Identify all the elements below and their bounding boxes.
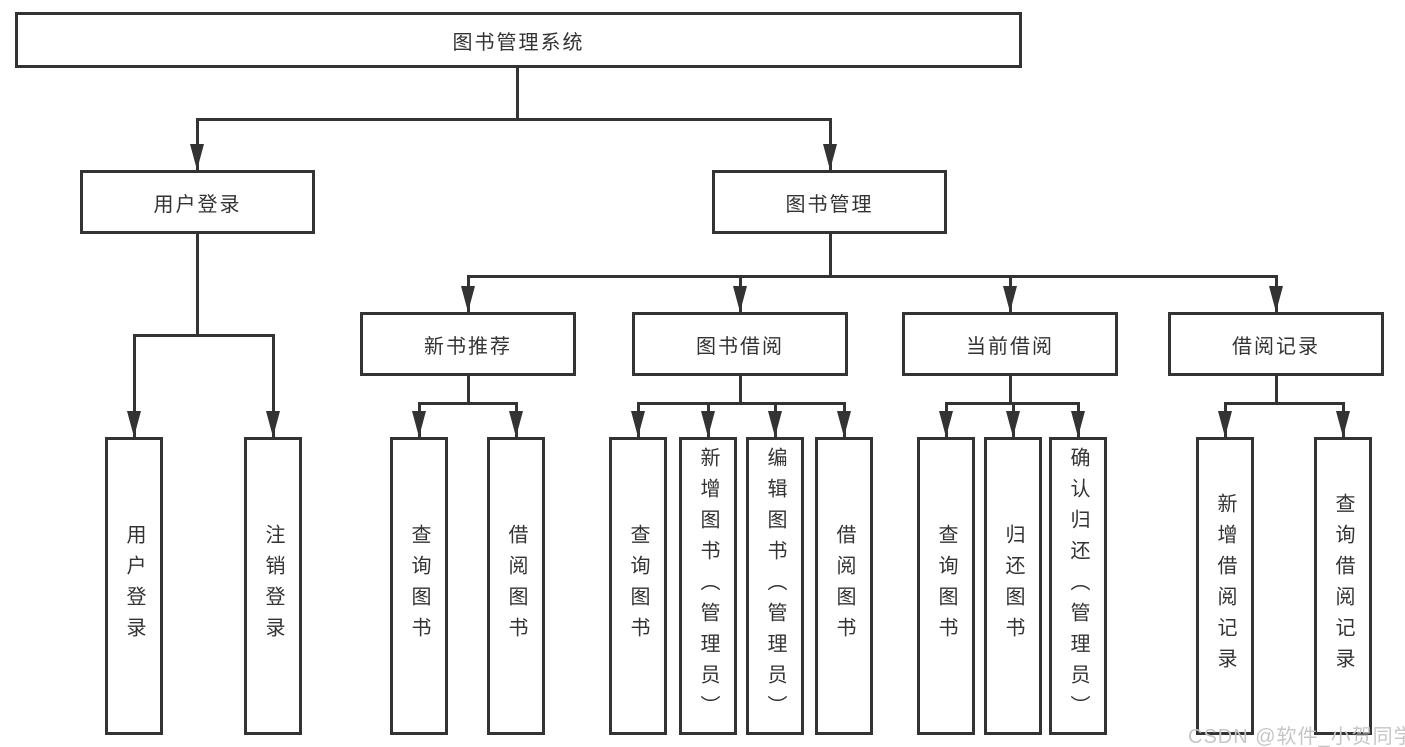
node-root: 图书管理系统: [15, 12, 1022, 68]
leaf-query-borrow-record: 查询借阅记录: [1314, 437, 1372, 735]
node-label: 编辑图书（管理员）: [764, 446, 786, 726]
connector-arrow: [701, 411, 715, 437]
leaf-return-book: 归还图书: [984, 437, 1042, 735]
connector-line: [1275, 376, 1278, 405]
node-user-login: 用户登录: [80, 170, 315, 234]
connector-arrow: [1269, 286, 1283, 312]
connector-arrow: [190, 144, 204, 170]
connector-line: [133, 334, 275, 337]
connector-arrow: [1071, 411, 1085, 437]
node-label: 查询图书: [408, 524, 430, 648]
connector-arrow: [768, 411, 782, 437]
node-label: 新增图书（管理员）: [697, 446, 719, 726]
node-label: 借阅图书: [505, 524, 527, 648]
node-label: 图书借阅: [696, 335, 784, 358]
connector-arrow: [1336, 411, 1350, 437]
node-label: 图书管理系统: [452, 31, 585, 54]
leaf-query-book-current: 查询图书: [917, 437, 975, 735]
connector-line: [739, 376, 742, 405]
node-label: 图书管理: [785, 193, 874, 216]
leaf-add-borrow-record: 新增借阅记录: [1196, 437, 1254, 735]
leaf-user-login: 用户登录: [105, 437, 163, 735]
connector-line: [1224, 402, 1345, 405]
node-label: 归还图书: [1002, 524, 1024, 648]
node-book-management: 图书管理: [712, 170, 947, 234]
leaf-query-book-recommend: 查询图书: [390, 437, 448, 735]
watermark: CSDN @软件_小贺同学: [1188, 726, 1405, 747]
leaf-edit-book-admin: 编辑图书（管理员）: [746, 437, 804, 735]
node-label: 确认归还（管理员）: [1067, 446, 1089, 726]
node-book-borrow: 图书借阅: [632, 312, 848, 376]
connector-arrow: [823, 144, 837, 170]
connector-line: [196, 118, 832, 121]
connector-arrow: [461, 286, 475, 312]
node-label: 注销登录: [262, 524, 284, 648]
connector-arrow: [412, 411, 426, 437]
connector-arrow: [1006, 411, 1020, 437]
connector-line: [272, 334, 275, 437]
connector-line: [1009, 376, 1012, 405]
connector-arrow: [266, 411, 280, 437]
connector-line: [829, 234, 832, 278]
leaf-borrow-book-recommend: 借阅图书: [487, 437, 545, 735]
node-label: 查询图书: [627, 524, 649, 648]
leaf-borrow-book: 借阅图书: [815, 437, 873, 735]
connector-line: [196, 234, 199, 337]
leaf-add-book-admin: 新增图书（管理员）: [679, 437, 737, 735]
node-label: 新增借阅记录: [1214, 493, 1236, 679]
leaf-query-book-borrow: 查询图书: [609, 437, 667, 735]
connector-arrow: [127, 411, 141, 437]
connector-line: [467, 376, 470, 405]
connector-arrow: [837, 411, 851, 437]
node-new-book-recommend: 新书推荐: [360, 312, 576, 376]
connector-line: [516, 68, 519, 120]
connector-line: [467, 275, 1278, 278]
connector-arrow: [939, 411, 953, 437]
connector-arrow: [733, 286, 747, 312]
node-label: 新书推荐: [424, 335, 512, 358]
connector-line: [637, 402, 846, 405]
node-label: 用户登录: [123, 524, 145, 648]
node-label: 查询图书: [935, 524, 957, 648]
leaf-confirm-return-admin: 确认归还（管理员）: [1049, 437, 1107, 735]
node-label: 当前借阅: [966, 335, 1054, 358]
node-label: 借阅记录: [1232, 335, 1320, 358]
connector-line: [418, 402, 518, 405]
leaf-logout-login: 注销登录: [244, 437, 302, 735]
node-label: 用户登录: [153, 193, 242, 216]
connector-line: [133, 334, 136, 437]
node-borrow-record: 借阅记录: [1168, 312, 1384, 376]
connector-arrow: [1003, 286, 1017, 312]
node-label: 借阅图书: [833, 524, 855, 648]
connector-arrow: [509, 411, 523, 437]
connector-arrow: [631, 411, 645, 437]
node-label: 查询借阅记录: [1332, 493, 1354, 679]
node-current-borrow: 当前借阅: [902, 312, 1118, 376]
connector-arrow: [1218, 411, 1232, 437]
